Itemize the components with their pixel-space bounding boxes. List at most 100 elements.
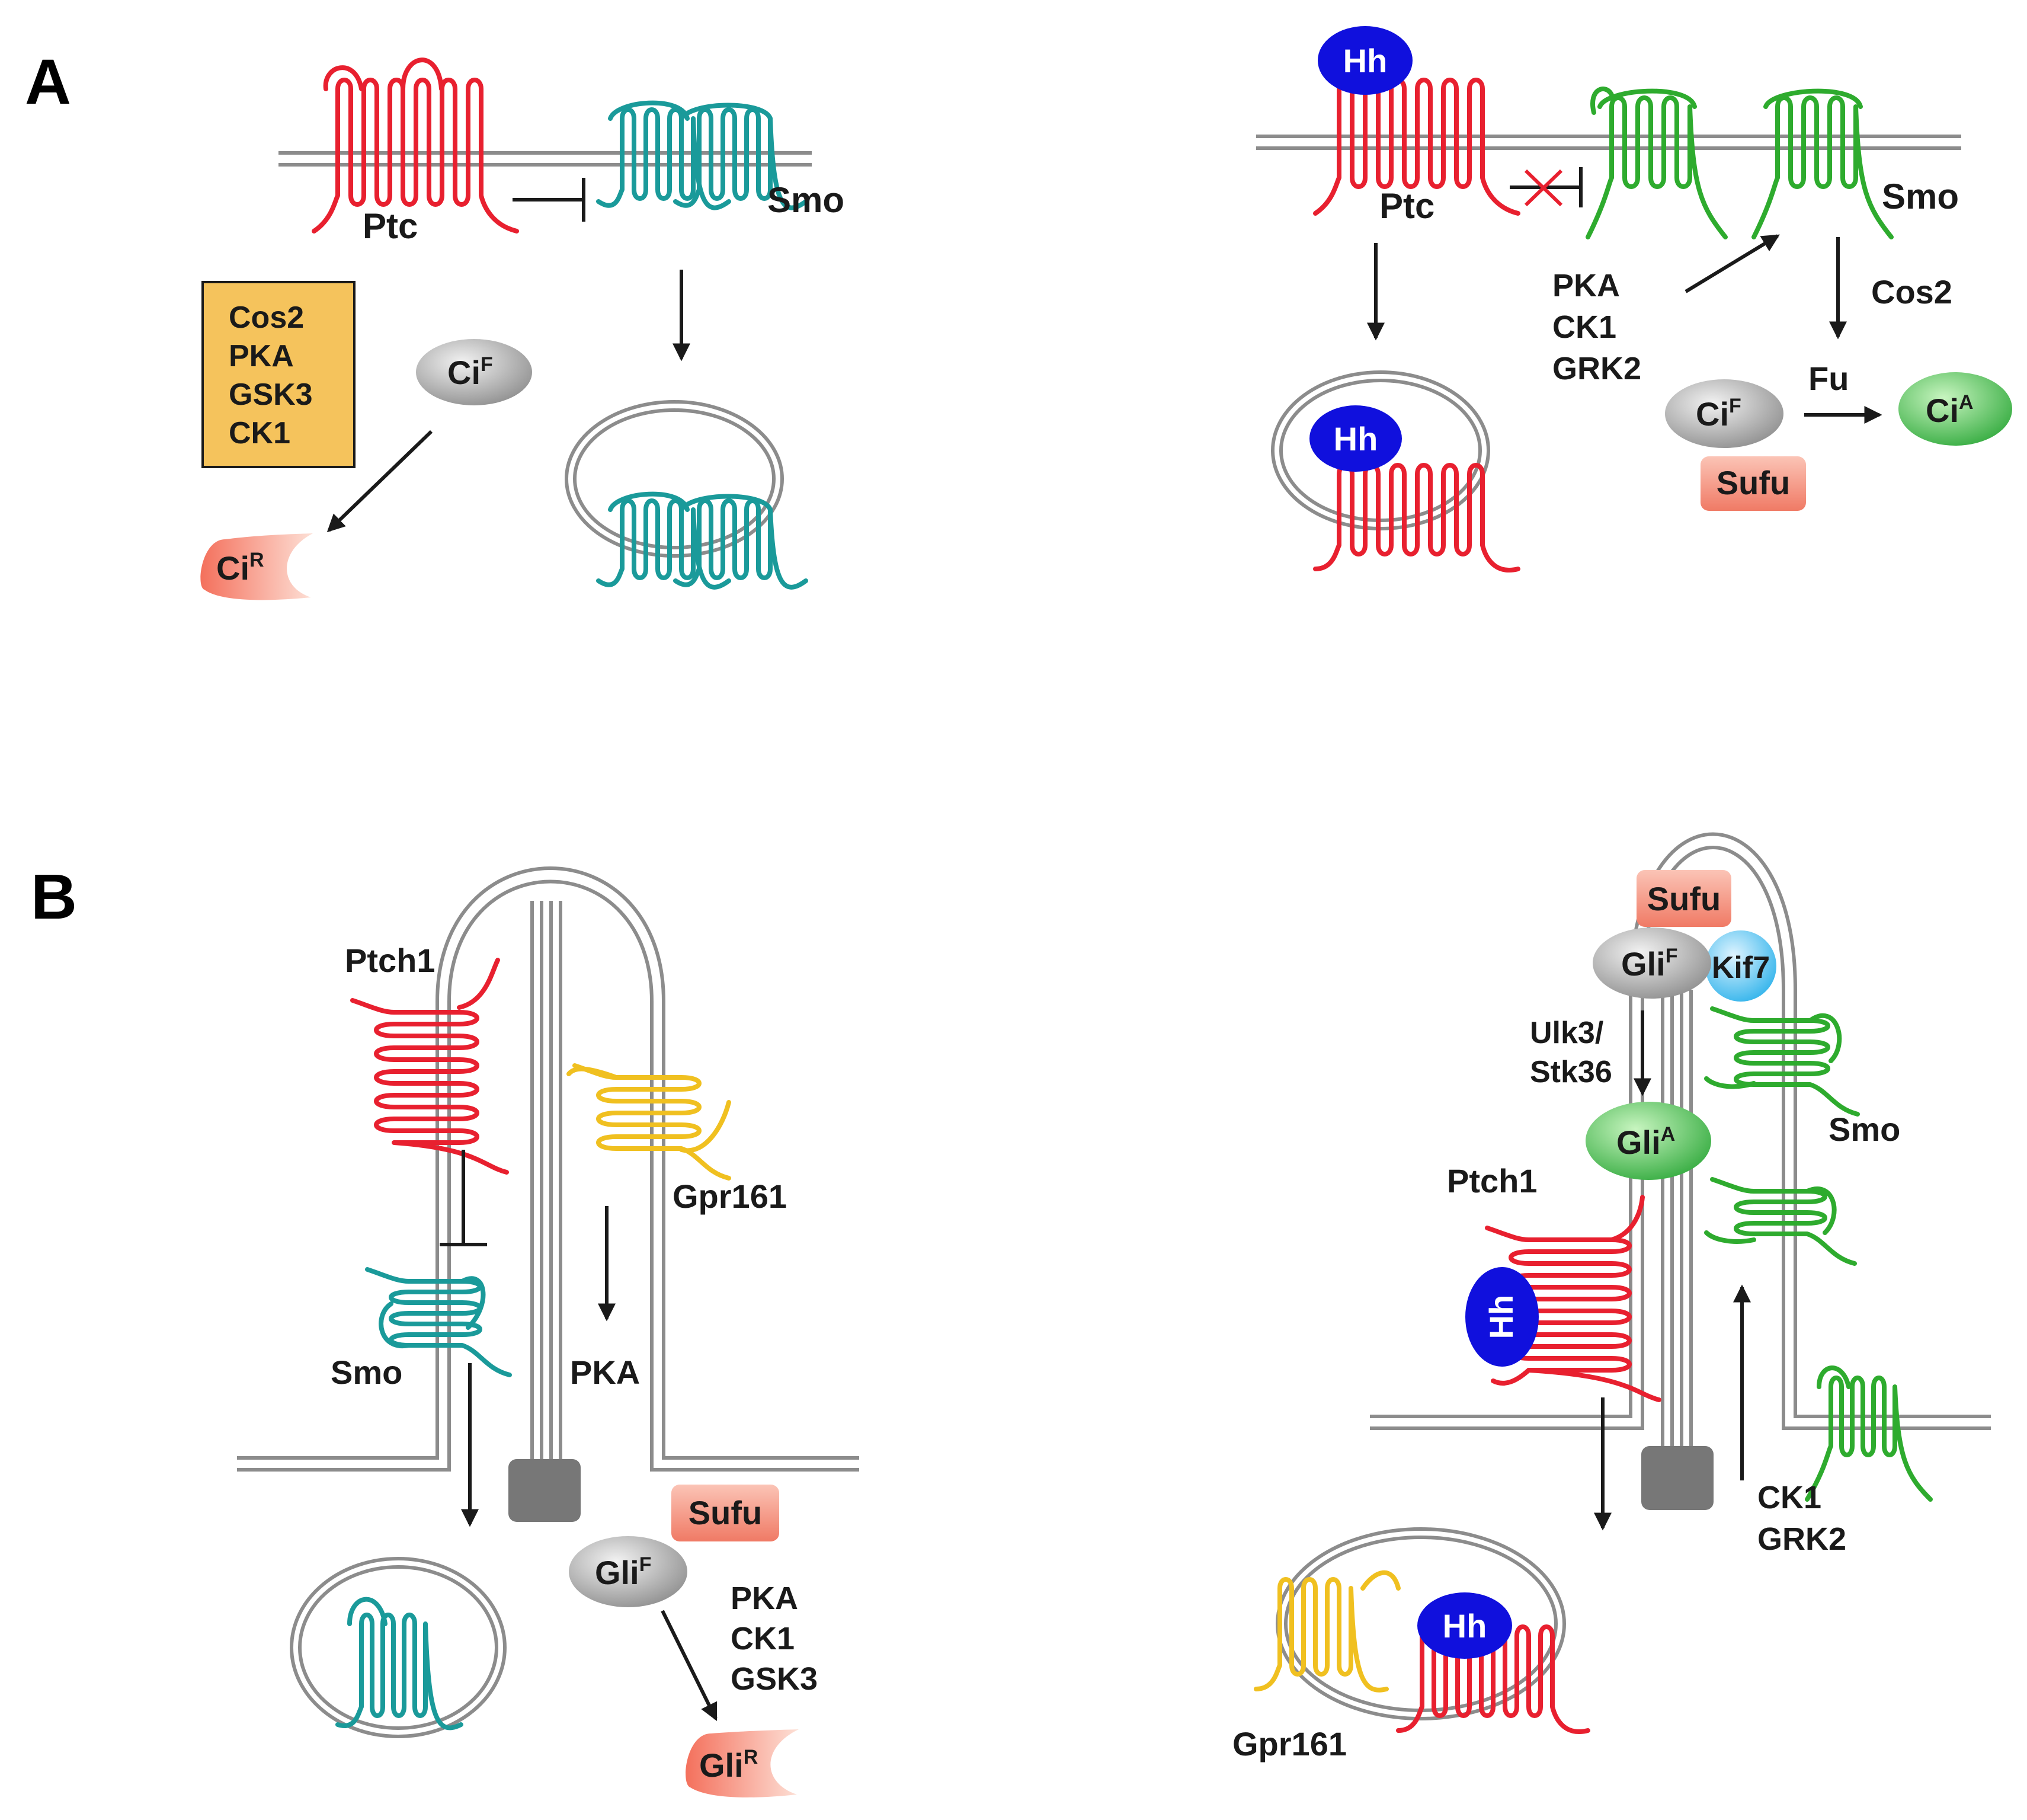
svg-text:GliF: GliF: [595, 1553, 651, 1591]
protein-strand: [608, 491, 773, 512]
b-left-cilium-membrane: [237, 866, 859, 1472]
a-right-smo-dimer: [1586, 87, 1894, 239]
protein-strand: [566, 1066, 731, 1153]
b-left-kinase: GSK3: [731, 1661, 818, 1697]
ci-superscript: F: [1729, 395, 1741, 417]
gli-superscript: F: [639, 1553, 652, 1576]
panel-b-letter: B: [31, 861, 77, 932]
a-right-sufu: Sufu: [1701, 456, 1806, 511]
b-right-smo-middle: [1704, 1177, 1857, 1266]
a-right-ptc-receptor: [1313, 78, 1520, 216]
gli-text: Gli: [1621, 945, 1666, 983]
protein-strand: [1704, 1186, 1837, 1244]
b-left-kinases: PKA CK1 GSK3: [731, 1581, 818, 1697]
protein-strand: [1360, 1570, 1401, 1591]
protein-strand: [673, 107, 808, 210]
a-right-ci-full-length: CiF: [1665, 379, 1783, 448]
b-left-vesicle-smo: [335, 1597, 463, 1731]
cir-text: Ci: [216, 549, 249, 587]
svg-text:Hh: Hh: [1334, 420, 1378, 458]
svg-text:Sufu: Sufu: [1717, 464, 1790, 501]
a-left-ci-full-length: CiF: [416, 339, 532, 405]
b-left-kinase: CK1: [731, 1621, 795, 1656]
a-left-smo-label: Smo: [767, 180, 844, 220]
b-left-smo-receptor: [365, 1267, 512, 1377]
svg-text:CiA: CiA: [1926, 391, 1974, 429]
svg-text:Hh: Hh: [1343, 42, 1388, 79]
b-right-gli-full-length: GliF: [1593, 927, 1711, 999]
protein-strand: [1751, 95, 1894, 239]
svg-text:CiF: CiF: [447, 353, 493, 391]
protein-strand: [596, 107, 731, 210]
a-right-vesicle-hh: Hh: [1309, 405, 1402, 472]
svg-text:Hh: Hh: [1482, 1295, 1520, 1339]
a-left-vesicle: [565, 400, 784, 558]
a-left-ptc-receptor: [312, 57, 519, 234]
b-right-gli-activator: GliA: [1586, 1102, 1711, 1180]
b-right-sufu: Sufu: [1637, 870, 1731, 927]
b-right-smo-upper: [1704, 1006, 1860, 1117]
b-left-gpr161-receptor: [566, 1063, 731, 1181]
protein-strand: [1313, 463, 1520, 572]
a-left-box-item: CK1: [229, 416, 290, 450]
protein-strand: [312, 78, 519, 234]
a-right-kinase: GRK2: [1552, 351, 1641, 386]
b-right-vesicle-ptch1: [1396, 1624, 1590, 1734]
protein-strand: [457, 958, 500, 1010]
a-right-hh-ligand: Hh: [1318, 26, 1413, 95]
a-left-membrane: [278, 151, 812, 167]
b-right-gpr161-label: Gpr161: [1232, 1725, 1347, 1763]
a-left-box-item: PKA: [229, 339, 294, 373]
b-left-gpr161-label: Gpr161: [673, 1178, 787, 1215]
glia-superscript: A: [1661, 1123, 1676, 1146]
b-left-vesicle: [290, 1557, 507, 1738]
b-left-inhibition: [440, 1150, 487, 1246]
protein-strand: [350, 998, 509, 1175]
gli-superscript: F: [1666, 945, 1678, 967]
b-left-processing-arrow: [661, 1610, 718, 1722]
cia-superscript: A: [1959, 391, 1974, 414]
cir-superscript: R: [249, 549, 264, 571]
svg-text:GliR: GliR: [699, 1746, 758, 1784]
b-left-ptch1-receptor: [350, 958, 509, 1175]
glia-text: Gli: [1616, 1124, 1661, 1161]
a-left-box-item: GSK3: [229, 378, 313, 412]
protein-strand: [1590, 87, 1863, 115]
svg-text:Hh: Hh: [1443, 1607, 1487, 1645]
b-left-ptch1-label: Ptch1: [345, 942, 435, 979]
b-left-gli-full-length: GliF: [569, 1536, 687, 1607]
glir-text: Gli: [699, 1747, 744, 1784]
b-right-vesicle-hh: Hh: [1417, 1592, 1512, 1659]
cia-text: Ci: [1926, 392, 1959, 429]
b-right-hh-ligand: Hh: [1465, 1267, 1539, 1367]
b-right-kinases: CK1 GRK2: [1757, 1480, 1846, 1557]
svg-text:GliF: GliF: [1621, 945, 1677, 983]
a-right-fu-label: Fu: [1808, 360, 1849, 397]
a-right-kinase: PKA: [1552, 268, 1620, 303]
ci-text: Ci: [1696, 395, 1729, 433]
svg-text:CiF: CiF: [1696, 395, 1741, 433]
b-right-smo-base: [1805, 1365, 1933, 1502]
b-right-kinase: CK1: [1757, 1480, 1821, 1515]
protein-strand: [596, 498, 731, 590]
a-right-kinases: PKA CK1 GRK2: [1552, 268, 1641, 386]
ci-superscript: F: [481, 353, 493, 376]
b-right-ulk3-label: Ulk3/: [1530, 1016, 1603, 1050]
protein-strand: [673, 498, 808, 590]
protein-strand: [1586, 95, 1728, 239]
b-left-gli-repressor: GliR: [686, 1729, 799, 1797]
b-right-axoneme: [1661, 990, 1693, 1458]
protein-strand: [1254, 1577, 1389, 1693]
protein-strand: [1313, 78, 1520, 216]
a-left-vesicle-smo: [596, 491, 808, 590]
b-right-smo-label: Smo: [1829, 1111, 1900, 1148]
svg-text:Kif7: Kif7: [1712, 951, 1770, 985]
a-right-smo-label: Smo: [1882, 177, 1959, 216]
b-right-basal-body: [1641, 1446, 1714, 1510]
glir-superscript: R: [744, 1746, 758, 1768]
a-right-cos2-label: Cos2: [1871, 273, 1952, 311]
ci-text: Ci: [447, 354, 481, 391]
a-right-ptc-label: Ptc: [1379, 186, 1434, 226]
b-left-smo-label: Smo: [331, 1354, 402, 1391]
